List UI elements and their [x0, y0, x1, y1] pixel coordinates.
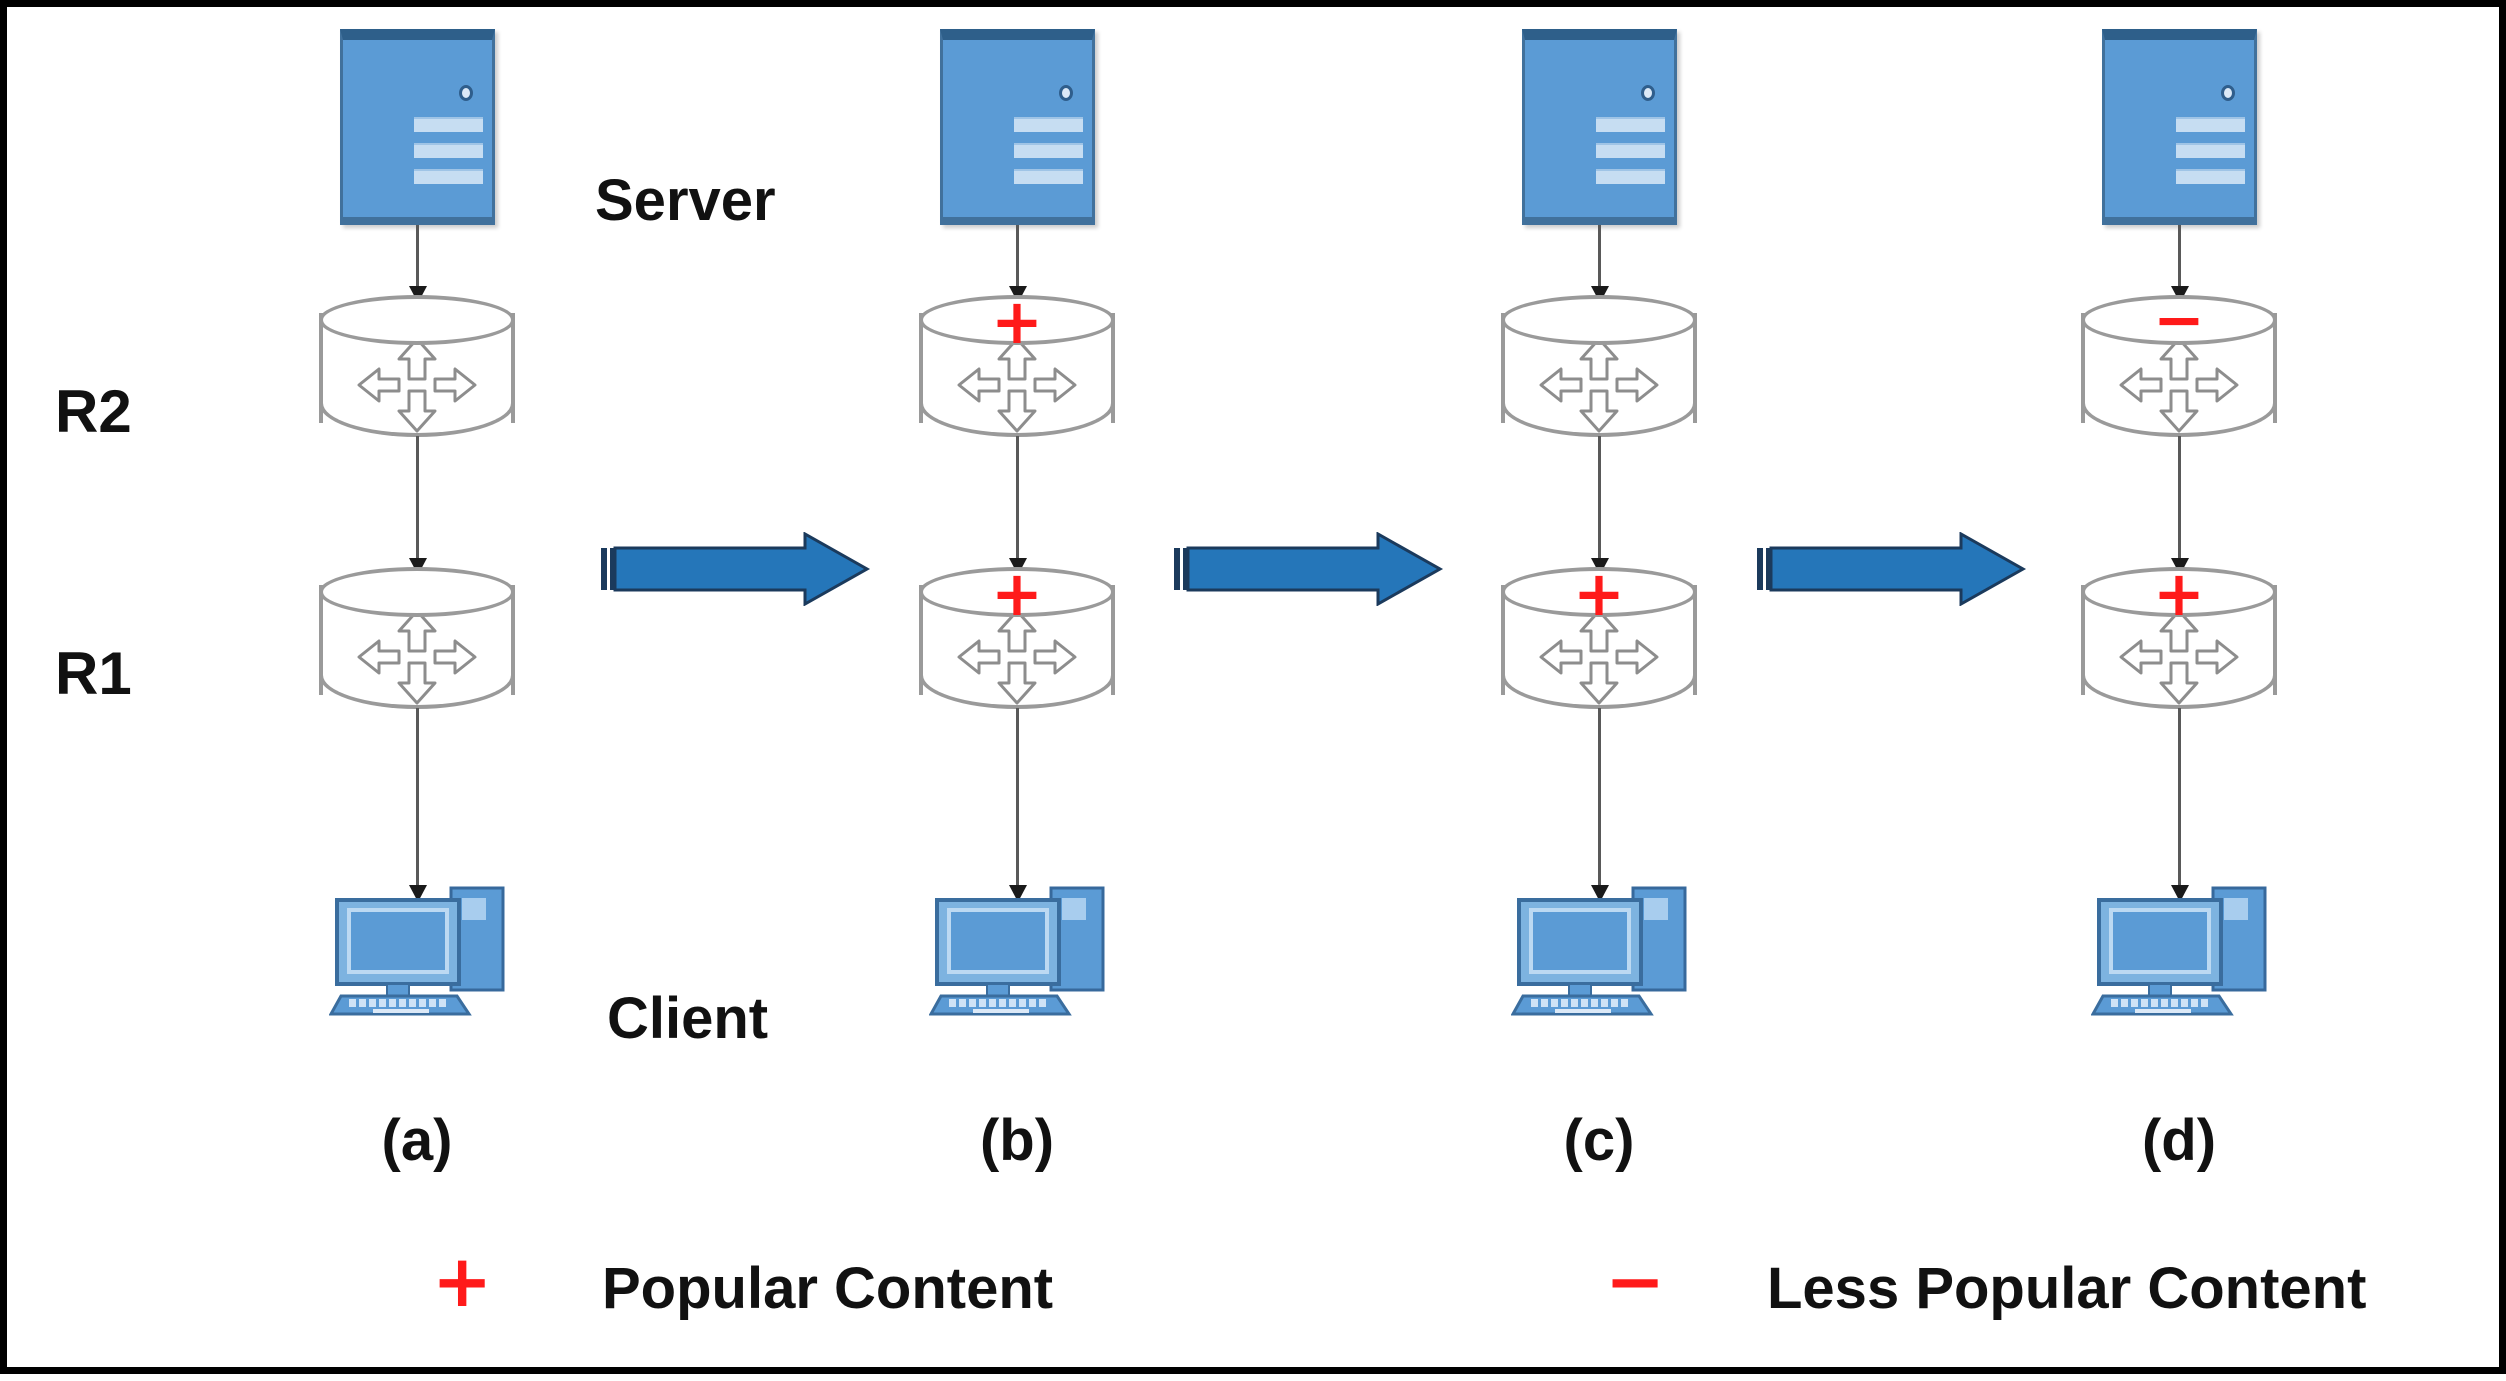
server-drive-bay: [414, 169, 483, 184]
router-cylinder-top: [319, 295, 515, 345]
server-drive-bays: [414, 117, 483, 195]
server-power-led: [1059, 85, 1073, 101]
panel-caption-d: (d): [2141, 1108, 2217, 1173]
router-cylinder-icon: [1501, 295, 1697, 440]
router-cylinder-top: [1501, 567, 1697, 617]
panel-caption-c: (c): [1563, 1108, 1635, 1173]
connector-server-to-r2: [2170, 225, 2189, 303]
server-drive-bay: [1014, 169, 1083, 184]
legend-popular-marker-icon: +: [432, 1239, 493, 1323]
legend-popular-label: Popular Content: [602, 1256, 1054, 1321]
server-power-led: [459, 85, 473, 101]
server-drive-bay: [414, 117, 483, 132]
server-drive-bay: [414, 143, 483, 158]
router-cylinder-icon: +: [1501, 563, 1697, 712]
label-r1: R1: [55, 640, 132, 707]
router-cylinder-top: [919, 295, 1115, 345]
desktop-computer-icon: [928, 882, 1111, 1017]
arrowhead-icon: [1008, 885, 1027, 902]
connector-r1-to-client: [408, 708, 427, 902]
server-drive-bay: [2176, 169, 2245, 184]
server-power-led: [1641, 85, 1655, 101]
legend-less-popular-marker-icon: −: [1605, 1239, 1666, 1323]
transition-arrow-icon: [1172, 531, 1444, 607]
router-direction-arrows: [2081, 607, 2277, 707]
router-cylinder-icon: [319, 567, 515, 712]
router-cylinder-top: [919, 567, 1115, 617]
server-drive-bay: [2176, 143, 2245, 158]
label-r2: R2: [55, 378, 132, 445]
server-drive-bay: [1596, 117, 1665, 132]
router-cylinder-icon: [319, 295, 515, 440]
connector-r1-to-client: [1590, 708, 1609, 902]
connector-server-to-r2: [1590, 225, 1609, 303]
router-direction-arrows: [319, 335, 515, 435]
arrowhead-icon: [1590, 885, 1609, 902]
server-icon: [1522, 29, 1677, 225]
server-drive-bays: [2176, 117, 2245, 195]
router-direction-arrows: [2081, 335, 2277, 435]
server-drive-bay: [1014, 117, 1083, 132]
router-cylinder-icon: −: [2081, 289, 2277, 440]
panel-caption-a: (a): [381, 1108, 453, 1173]
connector-r2-to-r1: [1008, 436, 1027, 575]
server-icon: [340, 29, 495, 225]
panel-caption-b: (b): [979, 1108, 1055, 1173]
desktop-computer-icon: [2090, 882, 2273, 1017]
server-icon: [940, 29, 1095, 225]
transition-arrow-icon: [1755, 531, 2027, 607]
router-cylinder-top: [1501, 295, 1697, 345]
arrowhead-icon: [408, 885, 427, 902]
legend-less-popular-label: Less Popular Content: [1767, 1256, 2367, 1321]
desktop-computer-icon: [328, 882, 511, 1017]
router-direction-arrows: [1501, 335, 1697, 435]
router-direction-arrows: [919, 335, 1115, 435]
server-icon: [2102, 29, 2257, 225]
router-cylinder-top: [2081, 295, 2277, 345]
arrowhead-icon: [2170, 885, 2189, 902]
connector-server-to-r2: [408, 225, 427, 303]
connector-r2-to-r1: [408, 436, 427, 575]
connector-r1-to-client: [2170, 708, 2189, 902]
router-cylinder-icon: +: [2081, 563, 2277, 712]
connector-server-to-r2: [1008, 225, 1027, 303]
server-drive-bays: [1014, 117, 1083, 195]
connector-r2-to-r1: [1590, 436, 1609, 575]
router-direction-arrows: [919, 607, 1115, 707]
connector-r1-to-client: [1008, 708, 1027, 902]
label-client: Client: [607, 986, 769, 1051]
router-direction-arrows: [1501, 607, 1697, 707]
server-drive-bay: [1596, 169, 1665, 184]
server-drive-bay: [2176, 117, 2245, 132]
label-server: Server: [595, 168, 776, 233]
desktop-computer-icon: [1510, 882, 1693, 1017]
router-cylinder-top: [2081, 567, 2277, 617]
server-power-led: [2221, 85, 2235, 101]
router-direction-arrows: [319, 607, 515, 707]
server-drive-bay: [1014, 143, 1083, 158]
connector-r2-to-r1: [2170, 436, 2189, 575]
transition-arrow-icon: [599, 531, 871, 607]
router-cylinder-icon: +: [919, 291, 1115, 440]
server-drive-bays: [1596, 117, 1665, 195]
router-cylinder-top: [319, 567, 515, 617]
router-cylinder-icon: +: [919, 563, 1115, 712]
server-drive-bay: [1596, 143, 1665, 158]
